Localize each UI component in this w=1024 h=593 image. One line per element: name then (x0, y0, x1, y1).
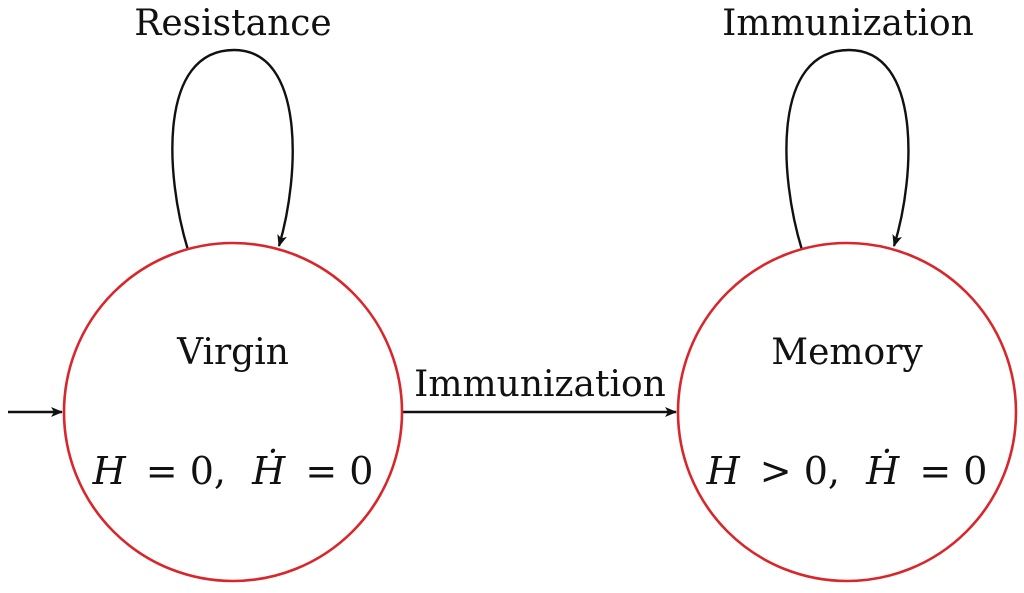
state-virgin-hdot-symbol: Ḣ (251, 449, 286, 493)
state-memory-hdot-symbol: Ḣ (865, 449, 900, 493)
state-memory-condition: H > 0, Ḣ = 0 (706, 449, 988, 493)
state-memory-hdot-relation: = 0 (919, 449, 987, 493)
state-memory-h-relation: > 0, (760, 449, 840, 493)
self-loop-label-virgin: Resistance (134, 3, 331, 44)
state-memory-circle (676, 241, 1018, 583)
state-virgin-name: Virgin (176, 332, 289, 373)
state-virgin-condition: H = 0, Ḣ = 0 (92, 449, 374, 493)
state-memory: Memory H > 0, Ḣ = 0 (676, 241, 1018, 583)
state-memory-h-symbol: H (706, 449, 741, 493)
state-virgin-circle (62, 241, 404, 583)
state-virgin: Virgin H = 0, Ḣ = 0 (62, 241, 404, 583)
self-loop-label-memory: Immunization (722, 3, 974, 44)
transition-label-virgin-to-memory: Immunization (414, 364, 666, 405)
state-memory-name: Memory (771, 332, 923, 373)
self-loop-memory (785, 48, 910, 251)
state-virgin-hdot-relation: = 0 (305, 449, 373, 493)
state-virgin-h-relation: = 0, (146, 449, 226, 493)
state-virgin-h-symbol: H (92, 449, 127, 493)
self-loop-virgin (171, 48, 294, 251)
